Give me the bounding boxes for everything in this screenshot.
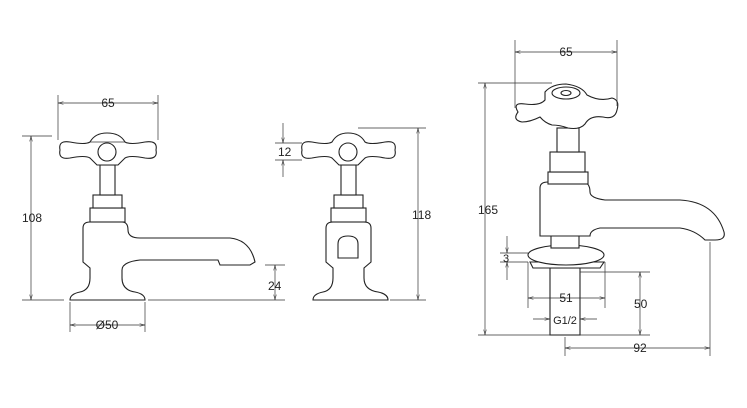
dim-base-diameter: Ø50 — [96, 318, 119, 332]
dim-shank-length: 50 — [634, 297, 648, 311]
front-view-dimensions: 65 108 24 Ø50 — [22, 95, 285, 332]
dim-flange-thickness: 3 — [503, 253, 509, 265]
dim-front-height: 108 — [22, 211, 42, 225]
dim-flange-diameter: 51 — [559, 291, 573, 305]
installed-view-dimensions: 65 165 3 51 50 G1/2 92 — [478, 40, 711, 356]
dim-handle-thickness: 12 — [278, 145, 292, 159]
tap-front-view — [59, 132, 256, 301]
dim-installed-handle-width: 65 — [559, 45, 573, 59]
side-view-dimensions: 12 118 — [275, 123, 431, 301]
dim-side-height: 118 — [412, 208, 431, 222]
dim-spout-clearance: 24 — [268, 279, 282, 293]
tap-installed-view — [515, 83, 725, 336]
tap-side-view — [301, 132, 396, 301]
dim-thread-size: G1/2 — [553, 315, 577, 327]
dim-installed-height: 165 — [478, 203, 498, 217]
dim-spout-reach: 92 — [633, 341, 647, 355]
dim-front-handle-width: 65 — [101, 96, 115, 110]
